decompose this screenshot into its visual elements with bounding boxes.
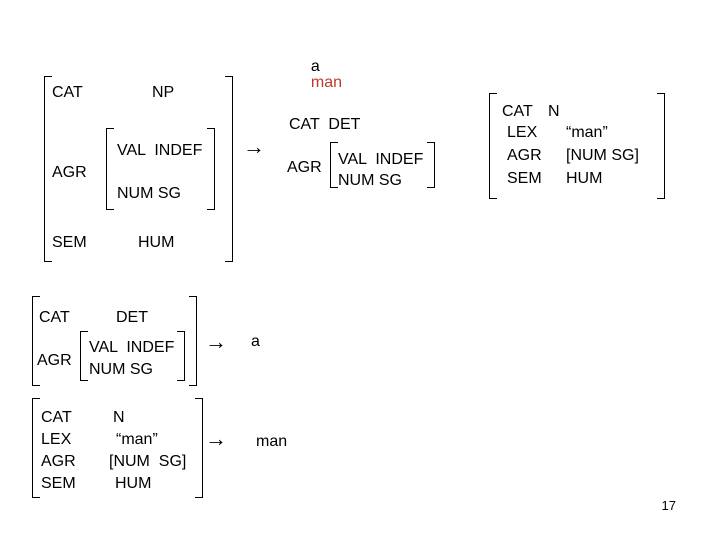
np-sem-label: SEM: [52, 234, 87, 251]
n-top-right-bracket: [657, 93, 665, 199]
n-top-agr-label: AGR: [507, 147, 542, 164]
np-agr-label: AGR: [52, 164, 87, 181]
n-top-cat-label: CAT: [502, 103, 533, 120]
det-top-agr-label: AGR: [287, 159, 322, 176]
title-word-man: man: [310, 74, 343, 91]
n-bottom-cat-label: CAT: [41, 409, 72, 426]
n-bottom-right-bracket: [195, 398, 203, 498]
lexical-arrow-man: →: [205, 426, 227, 451]
det-top-agr-right-bracket: [427, 142, 435, 188]
n-bottom-lex-value: “man”: [116, 431, 158, 448]
n-top-sem-value: HUM: [566, 170, 603, 187]
page-number: 17: [661, 498, 676, 513]
np-agr-val: VAL INDEF: [117, 142, 203, 159]
np-fs-left-bracket: [44, 76, 52, 262]
n-bottom-sem-value: HUM: [115, 475, 152, 492]
det-top-agr-left-bracket: [330, 142, 338, 188]
n-top-agr-value: [NUM SG]: [566, 147, 639, 164]
rewrite-arrow: →: [243, 134, 265, 159]
n-top-left-bracket: [489, 93, 497, 199]
n-bottom-sem-label: SEM: [41, 475, 76, 492]
n-bottom-agr-label: AGR: [41, 453, 76, 470]
det-bottom-agr-right-bracket: [177, 331, 185, 381]
det-top-agr-val: VAL INDEF: [338, 151, 424, 168]
np-cat-value: NP: [152, 84, 175, 101]
np-fs-right-bracket: [225, 76, 233, 262]
n-bottom-lex-label: LEX: [41, 431, 72, 448]
det-top-agr-num: NUM SG: [338, 172, 402, 189]
det-top-cat: CAT DET: [289, 116, 361, 133]
title-word-a: a: [310, 58, 320, 75]
det-bottom-cat-label: CAT: [39, 309, 70, 326]
np-agr-num: NUM SG: [117, 185, 181, 202]
det-bottom-left-bracket: [32, 296, 40, 386]
lexeme-a: a: [251, 333, 260, 350]
title: a man: [302, 43, 342, 91]
n-top-lex-label: LEX: [507, 124, 538, 141]
n-bottom-agr-value: [NUM SG]: [109, 453, 187, 470]
n-top-sem-label: SEM: [507, 170, 542, 187]
det-bottom-cat-value: DET: [116, 309, 148, 326]
n-top-lex-value: “man”: [566, 124, 608, 141]
n-top-cat-value: N: [548, 103, 560, 120]
det-bottom-agr-label: AGR: [37, 352, 72, 369]
det-bottom-agr-left-bracket: [80, 331, 88, 381]
det-bottom-agr-val: VAL INDEF: [89, 339, 175, 356]
lexeme-man: man: [256, 433, 288, 450]
np-cat-label: CAT: [52, 84, 83, 101]
np-agr-left-bracket: [106, 128, 114, 210]
n-bottom-cat-value: N: [113, 409, 125, 426]
lexical-arrow-a: →: [205, 329, 227, 354]
n-bottom-left-bracket: [32, 398, 40, 498]
det-bottom-right-bracket: [189, 296, 197, 386]
np-agr-right-bracket: [207, 128, 215, 210]
np-sem-value: HUM: [138, 234, 175, 251]
det-bottom-agr-num: NUM SG: [89, 361, 153, 378]
